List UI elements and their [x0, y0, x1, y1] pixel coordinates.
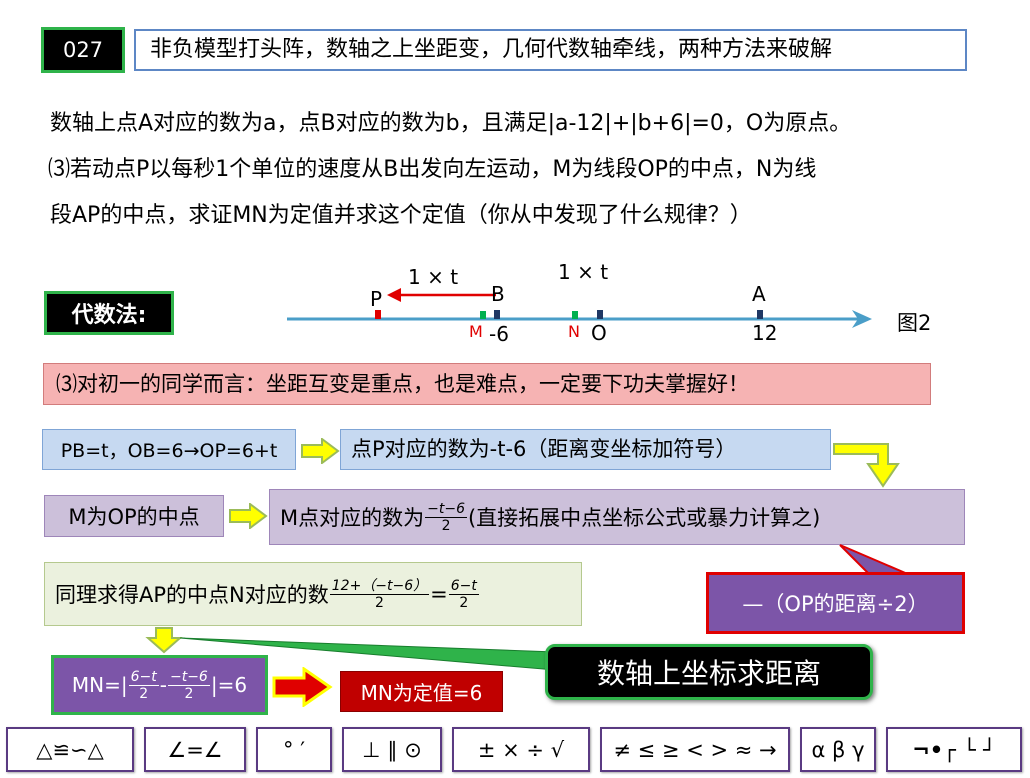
elbow-arrow [833, 443, 900, 488]
arrow-down [145, 627, 183, 654]
symbol-button-congruent[interactable]: △≌∽△ [6, 727, 134, 772]
step-5-fraction-2: 6−t 2 [448, 577, 479, 611]
purple-callout-box: —（OP的距离÷2） [706, 572, 965, 634]
step-2-text: 点P对应的数为-t-6（距离变坐标加符号） [351, 437, 737, 461]
arrow-right-1 [301, 438, 340, 464]
mn-fraction-2: −t−6 2 [167, 668, 210, 702]
step-5-equals: = [430, 582, 448, 606]
symbol-button-degree[interactable]: ° ′ [256, 727, 332, 772]
problem-line-2: ⑶若动点P以每秒1个单位的速度从B出发向左运动，M为线段OP的中点，N为线 [48, 157, 817, 182]
step-5-denominator-2: 2 [459, 594, 469, 611]
purple-callout-text: —（OP的距离÷2） [742, 592, 929, 616]
symbol-button-perpendicular[interactable]: ⊥ ∥ ⊙ [342, 727, 442, 772]
header-title-box: 非负模型打头阵，数轴之上坐距变，几何代数轴牵线，两种方法来破解 [134, 29, 967, 71]
tick-b [494, 310, 500, 319]
step-5-numerator-2: 6−t [448, 577, 479, 595]
label-a-value: 12 [752, 321, 778, 345]
mn-numerator-1: 6−t [128, 668, 159, 686]
symbol-button-greek[interactable]: α β γ [800, 727, 876, 772]
step-4-box: M点对应的数为 −t−6 2 (直接拓展中点坐标公式或暴力计算之) [269, 489, 965, 545]
step-2-box: 点P对应的数为-t-6（距离变坐标加符号） [340, 429, 831, 470]
tip-box: ⑶对初一的同学而言：坐距互变是重点，也是难点，一定要下功夫掌握好！ [43, 363, 931, 405]
mn-numerator-2: −t−6 [167, 668, 210, 686]
mn-prefix: MN=| [71, 673, 128, 697]
step-5-denominator-1: 2 [374, 594, 384, 611]
step-4-fraction: −t−6 2 [425, 501, 467, 534]
symbol-label-greek: α β γ [811, 737, 865, 762]
speed-label-p: 1 × t [408, 265, 459, 289]
arrow-right-red [272, 667, 333, 707]
number-line [287, 288, 872, 328]
step-4-numerator: −t−6 [425, 500, 467, 518]
label-o: O [591, 321, 607, 345]
step-4-prefix: M点对应的数为 [280, 506, 425, 530]
axis-arrowhead [852, 310, 872, 328]
tick-a [757, 310, 763, 319]
problem-line-3: 段AP的中点，求证MN为定值并求这个定值（你从中发现了什么规律？） [50, 203, 752, 228]
step-3-box: M为OP的中点 [44, 495, 224, 537]
symbol-label-arithmetic: ± × ÷ √ [477, 737, 565, 762]
symbol-button-arithmetic[interactable]: ± × ÷ √ [452, 727, 590, 772]
mn-fraction-1: 6−t 2 [128, 668, 159, 702]
tick-p [375, 310, 381, 319]
mn-box: MN=| 6−t 2 - −t−6 2 |=6 [51, 655, 268, 715]
black-callout-text: 数轴上坐标求距离 [596, 657, 821, 690]
symbol-label-congruent: △≌∽△ [36, 737, 104, 762]
step-5-fraction-1: 12+（−t−6） 2 [329, 577, 430, 611]
label-m: M [469, 322, 483, 341]
tick-n [572, 311, 578, 319]
problem-line-1: 数轴上点A对应的数为a，点B对应的数为b，且满足|a-12|+|b+6|=0，O… [50, 111, 852, 136]
step-3-text: M为OP的中点 [68, 505, 200, 529]
label-b-value: -6 [489, 322, 509, 346]
header-title: 非负模型打头阵，数轴之上坐距变，几何代数轴牵线，两种方法来破解 [150, 37, 833, 62]
tip-text: ⑶对初一的同学而言：坐距互变是重点，也是难点，一定要下功夫掌握好！ [56, 372, 749, 396]
mn-suffix: |=6 [210, 673, 248, 697]
mn-minus: - [159, 673, 167, 697]
method-label-box: 代数法: [44, 291, 174, 335]
step-4-denominator: 2 [441, 517, 451, 534]
result-text: MN为定值=6 [360, 681, 483, 705]
problem-number-badge: 027 [41, 27, 125, 73]
step-5-prefix: 同理求得AP的中点N对应的数 [55, 583, 329, 607]
black-callout-box: 数轴上坐标求距离 [545, 644, 873, 700]
step-1-text: PB=t，OB=6→OP=6+t [60, 440, 278, 462]
label-b: B [491, 282, 505, 306]
symbol-label-angle: ∠=∠ [167, 737, 223, 762]
step-4-suffix: (直接拓展中点坐标公式或暴力计算之) [467, 506, 821, 530]
p-motion-arrowhead [387, 288, 401, 302]
step-1-box: PB=t，OB=6→OP=6+t [42, 429, 296, 470]
symbol-label-brackets: ¬•┌ └ ┘ [912, 737, 996, 762]
symbol-button-angle[interactable]: ∠=∠ [144, 727, 246, 772]
step-5-numerator-1: 12+（−t−6） [329, 577, 430, 595]
label-a: A [752, 282, 766, 306]
symbol-button-brackets[interactable]: ¬•┌ └ ┘ [886, 727, 1022, 772]
result-box: MN为定值=6 [340, 671, 503, 712]
symbol-label-perpendicular: ⊥ ∥ ⊙ [362, 737, 422, 762]
symbol-button-relations[interactable]: ≠ ≤ ≥ < > ≈ → [600, 727, 790, 772]
symbol-label-relations: ≠ ≤ ≥ < > ≈ → [613, 737, 777, 762]
label-p: P [370, 287, 383, 311]
figure-label: 图2 [897, 311, 932, 335]
arrow-right-2 [229, 503, 268, 529]
mn-denominator-1: 2 [139, 685, 149, 702]
method-label: 代数法: [71, 303, 147, 328]
step-5-box: 同理求得AP的中点N对应的数 12+（−t−6） 2 = 6−t 2 [44, 562, 582, 626]
speed-label-o: 1 × t [558, 260, 609, 284]
label-n: N [568, 322, 580, 341]
tick-o [597, 310, 603, 319]
symbol-label-degree: ° ′ [283, 737, 305, 762]
tick-m [480, 311, 486, 319]
problem-number: 027 [62, 38, 104, 62]
mn-denominator-2: 2 [184, 685, 194, 702]
